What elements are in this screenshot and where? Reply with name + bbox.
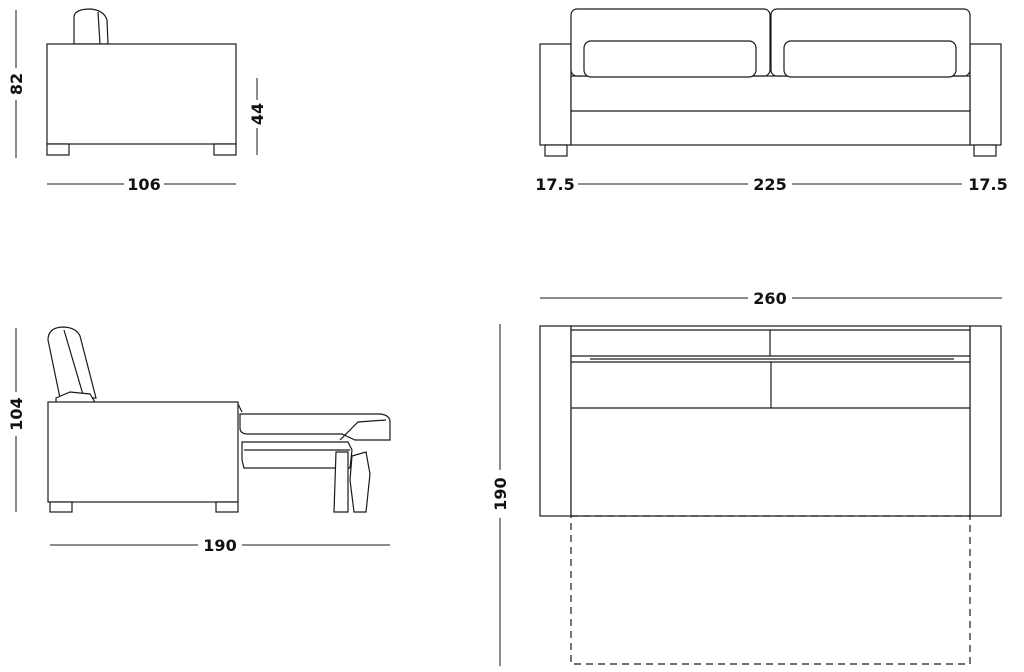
side-view-closed xyxy=(46,8,237,156)
bed-length-label: 190 xyxy=(491,477,510,510)
top-view xyxy=(539,325,1002,665)
seat-width-label: 225 xyxy=(753,175,786,194)
total-width-label: 260 xyxy=(753,289,786,308)
open-length-dimension: 190 xyxy=(50,536,390,555)
seat-height-dimension: 44 xyxy=(248,78,267,155)
open-length-label: 190 xyxy=(203,536,236,555)
side-depth-dimension: 106 xyxy=(47,175,236,194)
front-view xyxy=(539,8,1002,157)
open-height-label: 104 xyxy=(7,397,26,430)
side-depth-label: 106 xyxy=(127,175,160,194)
side-view-open xyxy=(47,326,391,513)
bed-length-dimension: 190 xyxy=(491,324,510,666)
arm-left-label: 17.5 xyxy=(535,175,574,194)
open-height-dimension: 104 xyxy=(7,328,26,512)
arm-right-label: 17.5 xyxy=(968,175,1007,194)
total-width-dimension: 260 xyxy=(540,289,1002,308)
front-width-dimension: 17.5 225 17.5 xyxy=(535,175,1007,194)
side-height-label: 82 xyxy=(7,73,26,95)
seat-height-label: 44 xyxy=(248,103,267,125)
side-height-dimension: 82 xyxy=(7,10,26,158)
